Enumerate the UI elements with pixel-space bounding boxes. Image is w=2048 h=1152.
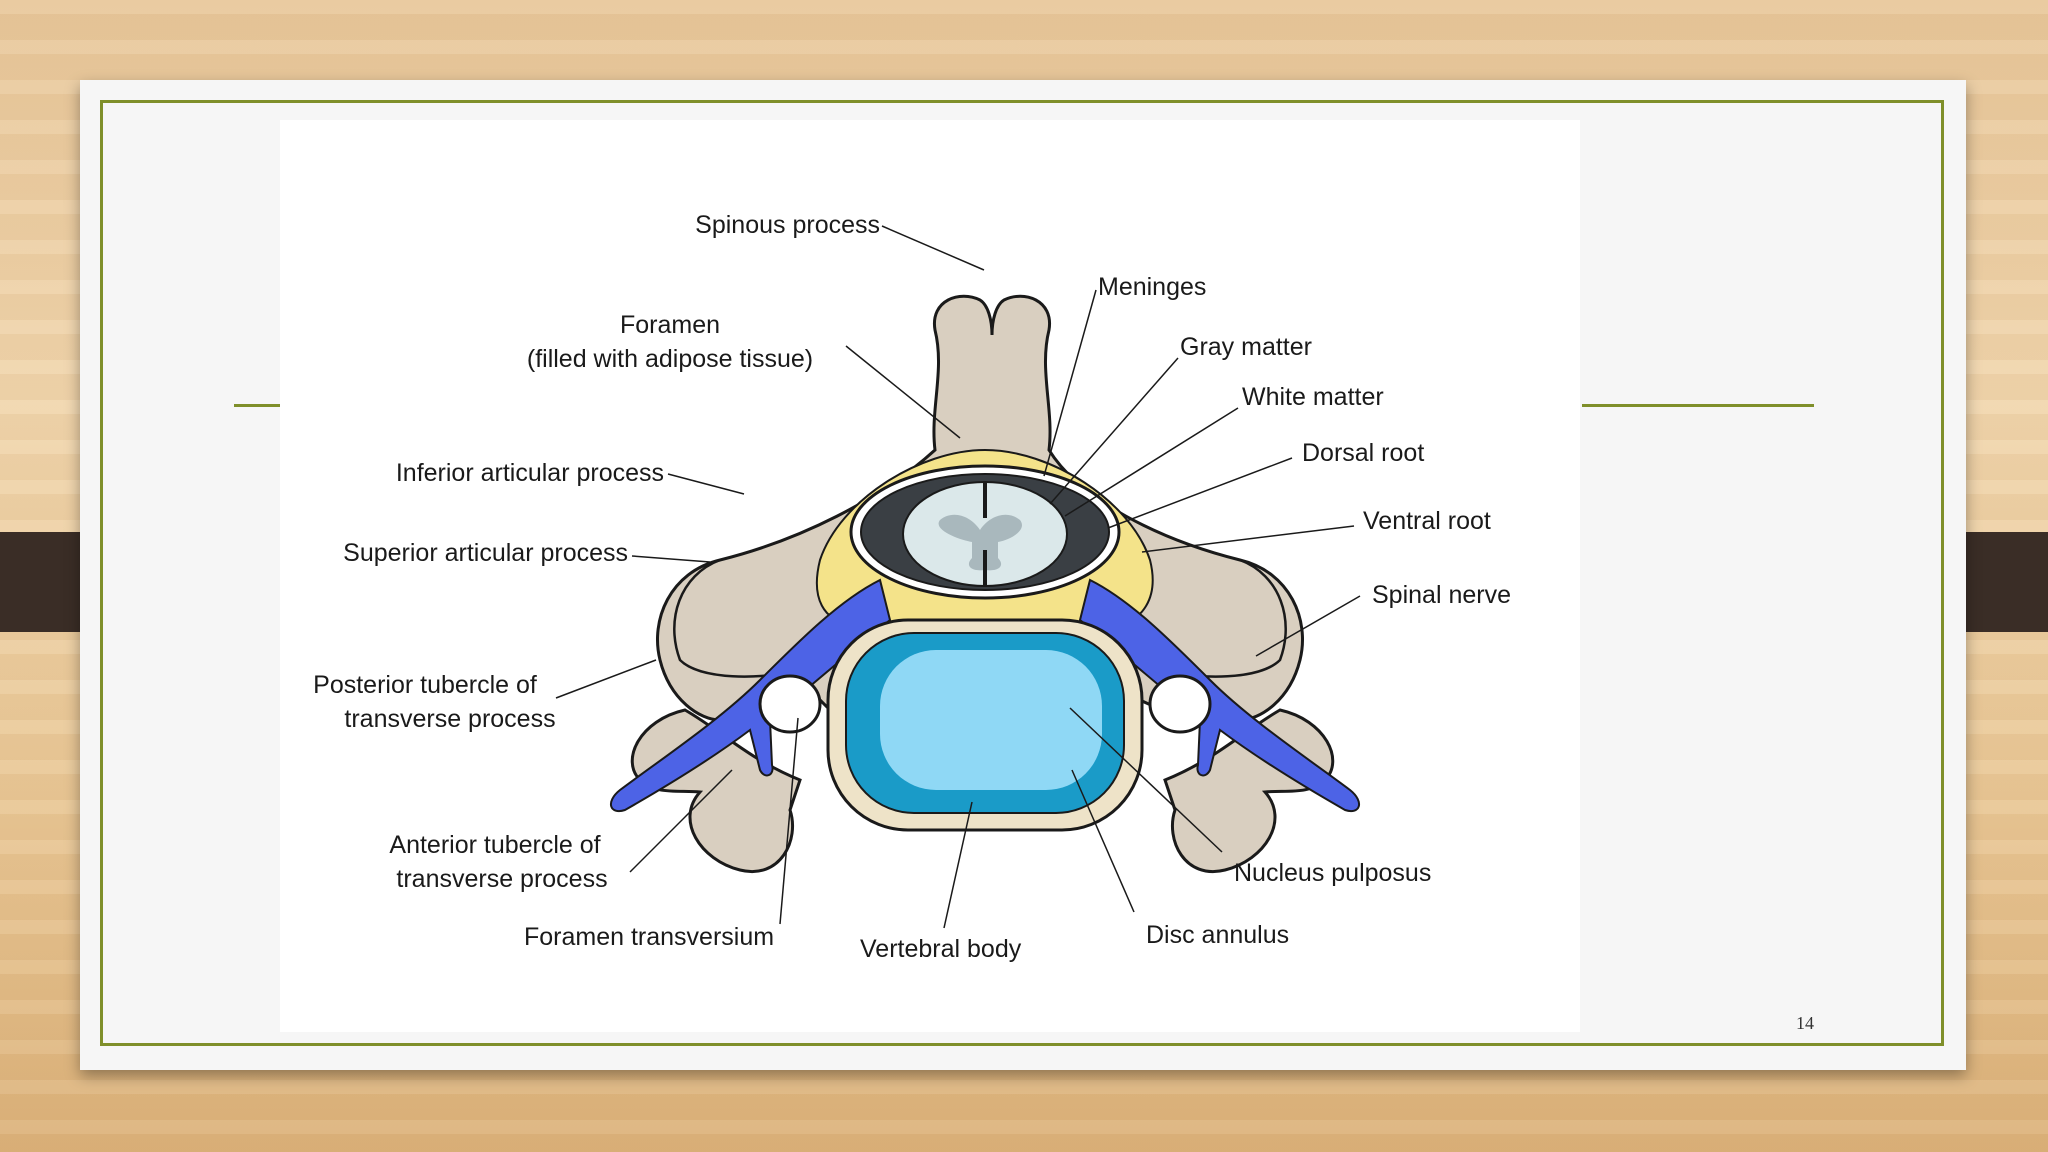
label-meninges: Meninges: [1098, 273, 1207, 301]
label-inferior-articular-process: Inferior articular process: [395, 459, 664, 487]
slide-frame: [100, 100, 1944, 1046]
label-foramen-transversium: Foramen transversium: [524, 923, 775, 951]
label-nucleus-pulposus: Nucleus pulposus: [1234, 859, 1432, 887]
vertebra-illustration: [555, 225, 1361, 929]
label-anterior-tubercle-line1: Anterior tubercle of: [389, 831, 601, 859]
label-anterior-tubercle-line2: transverse process: [396, 865, 608, 893]
label-disc-annulus: Disc annulus: [1146, 921, 1290, 949]
label-ventral-root: Ventral root: [1363, 507, 1491, 535]
right-foramen-transversarium: [1148, 674, 1212, 734]
gray-matter: [938, 514, 1022, 571]
vertebra-diagram: Spinous process Foramen (filled with adi…: [280, 120, 1580, 1032]
label-vertebral-body: Vertebral body: [860, 935, 1022, 963]
page-number: 14: [1796, 1013, 1814, 1033]
title-rule-left: [234, 404, 282, 407]
leader-lines: [555, 225, 1361, 929]
label-gray-matter: Gray matter: [1180, 333, 1312, 361]
nucleus-pulposus: [880, 650, 1102, 790]
label-posterior-tubercle-line1: Posterior tubercle of: [313, 671, 537, 699]
label-spinous-process: Spinous process: [695, 211, 880, 239]
label-posterior-tubercle-line2: transverse process: [344, 705, 556, 733]
label-white-matter: White matter: [1242, 383, 1384, 411]
label-superior-articular-process: Superior articular process: [343, 539, 628, 567]
label-spinal-nerve: Spinal nerve: [1372, 581, 1511, 609]
label-foramen-line2: (filled with adipose tissue): [526, 345, 814, 373]
left-foramen-transversarium: [758, 674, 822, 734]
title-rule-right: [1582, 404, 1814, 407]
label-foramen-line1: Foramen: [619, 311, 721, 339]
label-dorsal-root: Dorsal root: [1302, 439, 1425, 467]
